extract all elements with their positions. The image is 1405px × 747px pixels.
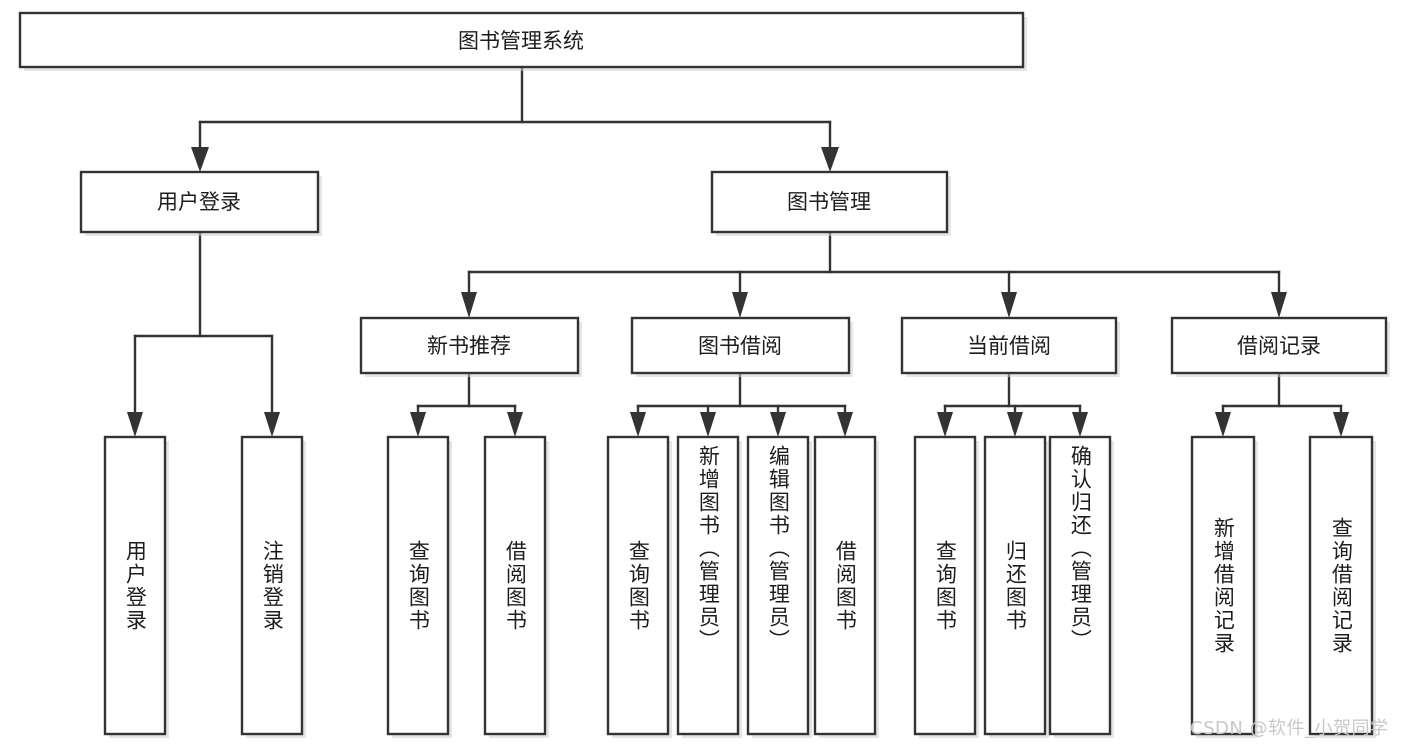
- node-borrow-record-rect[interactable]: [1170, 316, 1388, 375]
- arrow-head-new-book-rec: [461, 292, 477, 318]
- arrow-head-nbr-borrow: [507, 412, 523, 437]
- leaf-rect-query-book-nbr[interactable]: [386, 435, 450, 736]
- arrow-head-cb-confirm: [1072, 412, 1088, 437]
- leaf-rect-user-login[interactable]: [103, 435, 167, 736]
- leaf-rect-add-borrow-record[interactable]: [1190, 435, 1256, 736]
- arrow-head-bb-add: [700, 412, 716, 437]
- node-book-borrow-label: 图书借阅: [698, 334, 782, 358]
- connector-group-user-login: [127, 230, 280, 437]
- connector-group-book-mgmt: [461, 230, 1287, 318]
- leaf-rect-confirm-return[interactable]: [1048, 435, 1112, 736]
- arrow-head-br-query: [1333, 412, 1349, 437]
- arrow-head-nbr-query: [410, 412, 426, 437]
- csdn-watermark: CSDN @软件_小贺同学: [1190, 718, 1389, 739]
- leaf-rect-logout[interactable]: [240, 435, 304, 736]
- node-new-book-recommend-label: 新书推荐: [427, 334, 511, 358]
- arrow-head-bb-query: [630, 412, 646, 437]
- connector-group-root: [191, 65, 839, 172]
- leaf-rect-query-book-cb[interactable]: [913, 435, 977, 736]
- connector-group-borrow-record: [1215, 371, 1349, 437]
- leaf-rect-query-borrow-record[interactable]: [1308, 435, 1374, 736]
- node-user-login-label: 用户登录: [157, 190, 241, 214]
- arrow-head-cb-return: [1007, 412, 1023, 437]
- arrow-head-cb-query: [937, 412, 953, 437]
- node-book-management-label: 图书管理: [787, 190, 871, 214]
- leaf-rect-query-book-bb[interactable]: [606, 435, 670, 736]
- node-user-login[interactable]: 用户登录: [79, 170, 322, 236]
- arrow-head-book-borrow: [732, 292, 748, 318]
- node-borrow-record[interactable]: 借阅记录: [1170, 316, 1390, 377]
- node-root-label: 图书管理系统: [458, 29, 584, 53]
- leaf-rect-return-book[interactable]: [983, 435, 1047, 736]
- node-root-rect[interactable]: [18, 11, 1025, 69]
- node-current-borrow-label: 当前借阅: [967, 334, 1051, 358]
- arrow-head-borrow-record: [1271, 292, 1287, 318]
- connector-group-current-borrow: [937, 371, 1088, 437]
- node-current-borrow[interactable]: 当前借阅: [900, 316, 1120, 377]
- leaf-rect-edit-book[interactable]: [746, 435, 810, 736]
- connector-group-new-book-rec: [410, 371, 523, 437]
- node-new-book-recommend[interactable]: 新书推荐: [359, 316, 582, 377]
- node-root[interactable]: 图书管理系统: [18, 11, 1027, 71]
- leaf-nodes: [103, 435, 1376, 738]
- node-book-management[interactable]: 图书管理: [710, 170, 951, 236]
- arrow-head-book-mgmt: [821, 147, 839, 172]
- arrow-head-bb-borrow: [837, 412, 853, 437]
- leaf-rect-borrow-book-bb[interactable]: [813, 435, 877, 736]
- arrow-head-leaf-user-login: [127, 412, 143, 437]
- node-borrow-record-label: 借阅记录: [1237, 334, 1321, 358]
- node-user-login-rect[interactable]: [79, 170, 320, 234]
- arrow-head-br-add: [1215, 412, 1231, 437]
- node-book-borrow[interactable]: 图书借阅: [630, 316, 853, 377]
- node-book-borrow-rect[interactable]: [630, 316, 851, 375]
- connector-group-book-borrow: [630, 371, 853, 437]
- arrow-head-bb-edit: [770, 412, 786, 437]
- arrow-head-user-login: [191, 147, 209, 172]
- node-new-book-recommend-rect[interactable]: [359, 316, 580, 375]
- arrow-head-current-borrow: [1001, 292, 1017, 318]
- arrow-head-leaf-logout: [264, 412, 280, 437]
- leaf-rect-add-book[interactable]: [676, 435, 740, 736]
- leaf-rect-borrow-book-nbr[interactable]: [483, 435, 547, 736]
- node-book-management-rect[interactable]: [710, 170, 949, 234]
- node-current-borrow-rect[interactable]: [900, 316, 1118, 375]
